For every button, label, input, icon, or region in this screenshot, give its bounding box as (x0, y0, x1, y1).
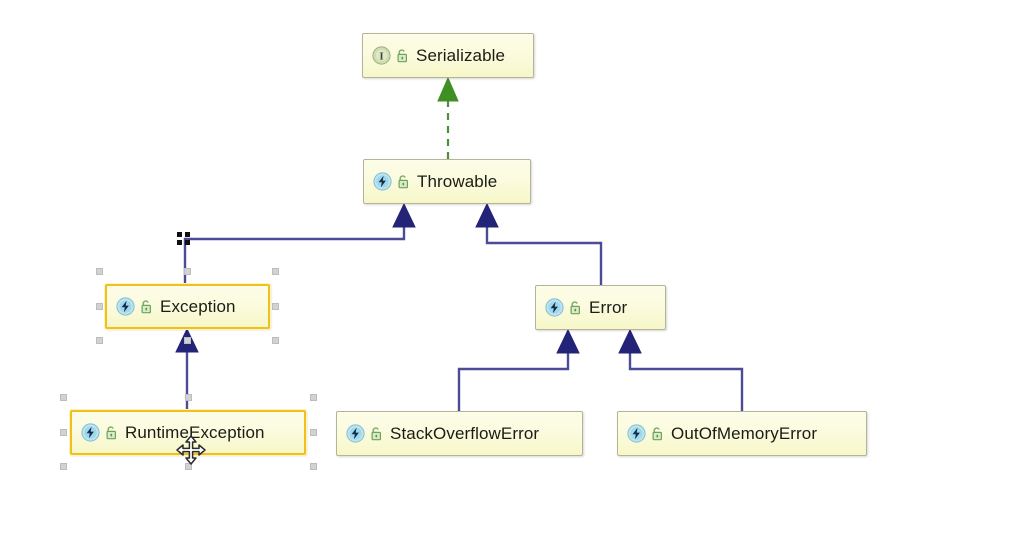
inheritance-line (457, 348, 570, 411)
grip-square-ne (185, 232, 190, 237)
class-node-error[interactable]: Error (535, 285, 666, 330)
public-lock-icon (106, 425, 117, 439)
resize-handle-ne[interactable] (310, 394, 317, 401)
inheritance-arrowhead (618, 328, 642, 354)
realization-arrowhead (437, 76, 459, 102)
class-node-label: Exception (160, 297, 236, 316)
svg-text:I: I (379, 51, 383, 63)
resize-handle-n[interactable] (184, 268, 191, 275)
public-lock-icon (398, 174, 409, 188)
class-node-label: Throwable (417, 172, 498, 191)
class-node-label: Error (589, 298, 628, 317)
class-node-runtimeexception[interactable]: RuntimeException (70, 410, 306, 455)
public-lock-icon (652, 426, 663, 440)
resize-handle-w[interactable] (96, 303, 103, 310)
inheritance-arrowhead (392, 202, 416, 228)
edge-outofmemoryerror-extends-error (618, 328, 744, 411)
edge-throwable-implements-serializable (437, 76, 459, 159)
class-node-label: Serializable (416, 46, 506, 65)
resize-handle-nw[interactable] (60, 394, 67, 401)
class-icon (81, 423, 100, 442)
resize-handle-nw[interactable] (96, 268, 103, 275)
grip-square-nw (177, 232, 182, 237)
resize-handle-ne[interactable] (272, 268, 279, 275)
grip-square-se (185, 240, 190, 245)
class-node-label: RuntimeException (125, 423, 265, 442)
class-icon (545, 298, 564, 317)
resize-handle-e[interactable] (310, 429, 317, 436)
inheritance-line (183, 222, 406, 284)
class-icon (116, 297, 135, 316)
edge-error-extends-throwable (475, 202, 603, 285)
resize-handle-se[interactable] (272, 337, 279, 344)
class-node-exception[interactable]: Exception (105, 284, 270, 329)
edge-exception-extends-throwable (183, 202, 416, 284)
resize-handle-sw[interactable] (60, 463, 67, 470)
edge-stackoverflowerror-extends-error (457, 328, 580, 411)
public-lock-icon (141, 299, 152, 313)
public-lock-icon (570, 300, 581, 314)
resize-handle-sw[interactable] (96, 337, 103, 344)
inheritance-line (628, 348, 744, 411)
resize-handle-s[interactable] (184, 337, 191, 344)
class-icon (346, 424, 365, 443)
resize-handle-e[interactable] (272, 303, 279, 310)
class-node-label: OutOfMemoryError (671, 424, 818, 443)
public-lock-icon (371, 426, 382, 440)
edge-bend-point-grip[interactable] (177, 232, 190, 245)
inheritance-line (485, 222, 603, 285)
class-icon (627, 424, 646, 443)
class-icon (373, 172, 392, 191)
public-lock-icon (397, 48, 408, 62)
interface-icon: I (372, 46, 391, 65)
inheritance-arrowhead (475, 202, 499, 228)
class-node-throwable[interactable]: Throwable (363, 159, 531, 204)
class-node-stackoverflowerror[interactable]: StackOverflowError (336, 411, 583, 456)
resize-handle-n[interactable] (185, 394, 192, 401)
grip-square-sw (177, 240, 182, 245)
resize-handle-s[interactable] (185, 463, 192, 470)
inheritance-arrowhead (556, 328, 580, 354)
class-node-serializable[interactable]: I Serializable (362, 33, 534, 78)
class-node-outofmemoryerror[interactable]: OutOfMemoryError (617, 411, 867, 456)
resize-handle-se[interactable] (310, 463, 317, 470)
resize-handle-w[interactable] (60, 429, 67, 436)
class-node-label: StackOverflowError (390, 424, 540, 443)
